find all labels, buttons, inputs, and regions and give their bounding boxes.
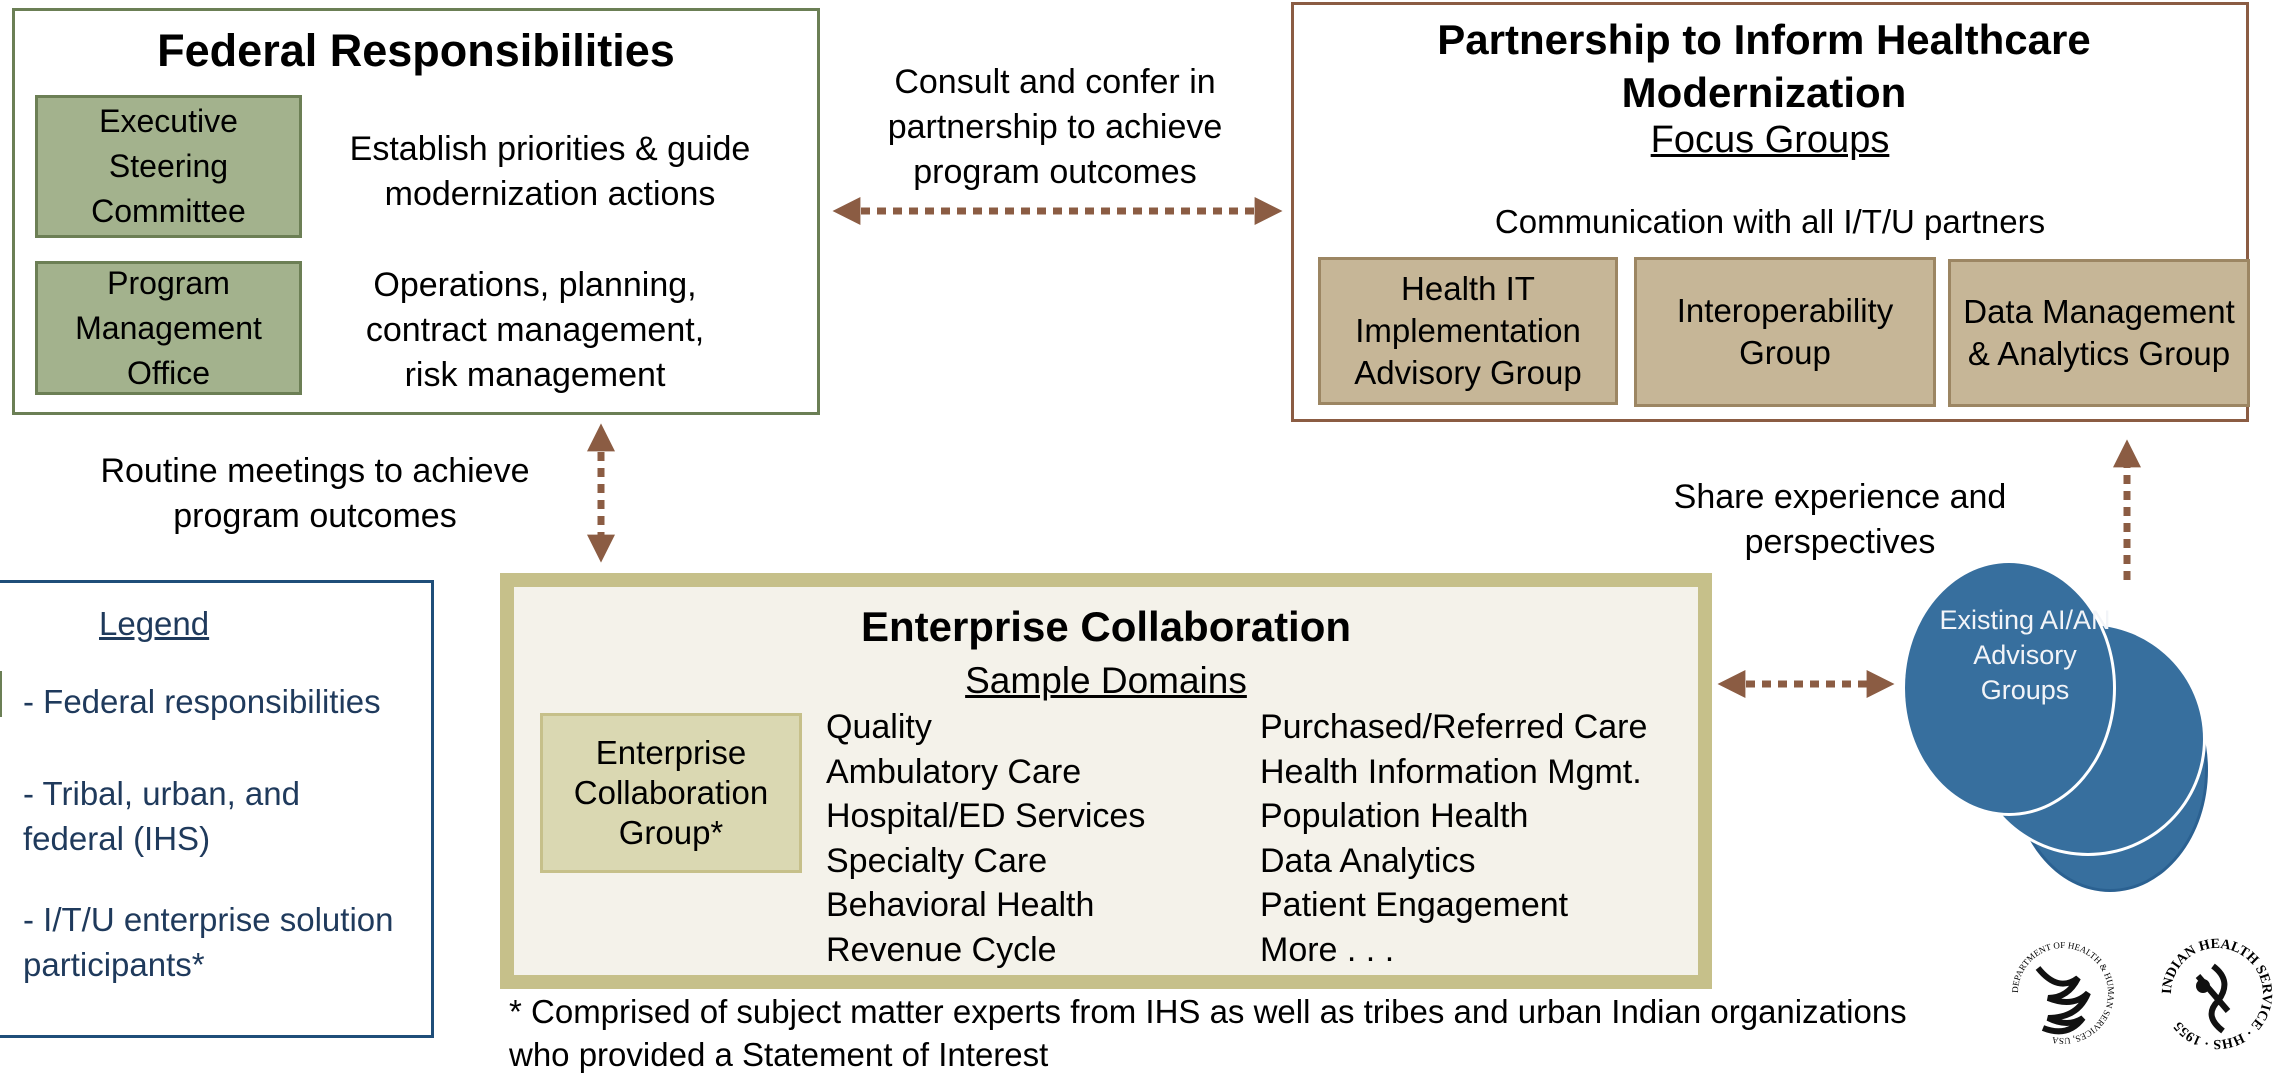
domain-item: Patient Engagement	[1260, 886, 1569, 925]
consult-connector-label: Consult and confer in partnership to ach…	[887, 63, 1223, 191]
domain-item: Data Analytics	[1260, 841, 1476, 880]
domain-item: Purchased/Referred Care	[1260, 708, 1648, 746]
health-it-implementation-label: Health IT Implementation Advisory Group	[1354, 270, 1582, 391]
health-it-implementation-group: Health IT Implementation Advisory Group	[1318, 257, 1618, 405]
domain-item: Specialty Care	[826, 841, 1048, 880]
federal-responsibilities-box: Federal Responsibilities Executive Steer…	[12, 8, 820, 415]
domain-item: Behavioral Health	[826, 886, 1095, 925]
sample-domains-subtitle: Sample Domains	[965, 660, 1247, 701]
legend-item-federal: - Federal responsibilities	[23, 683, 381, 720]
executive-steering-committee-box: Executive Steering Committee	[35, 95, 302, 238]
legend-title: Legend	[99, 605, 210, 642]
domain-item: Population Health	[1260, 797, 1529, 836]
domain-item: Ambulatory Care	[826, 752, 1082, 791]
focus-groups-subtitle: Focus Groups	[1650, 119, 1890, 161]
federal-title: Federal Responsibilities	[157, 25, 675, 76]
partnership-box: Partnership to Inform Healthcare Moderni…	[1291, 2, 2250, 422]
partnership-title: Partnership to Inform Healthcare Moderni…	[1437, 16, 2091, 116]
program-management-office-label: Program Management Office	[75, 264, 262, 391]
enterprise-collaboration-group-box: Enterprise Collaboration Group*	[540, 713, 802, 873]
ihs-logo: INDIAN HEALTH SERVICE · HHS · 1955	[2160, 937, 2274, 1051]
interoperability-group: Interoperability Group	[1634, 257, 1936, 407]
data-management-analytics-group: Data Management & Analytics Group	[1948, 259, 2250, 407]
interoperability-label: Interoperability Group	[1676, 292, 1894, 371]
domain-item: Quality	[826, 708, 932, 746]
data-management-analytics-label: Data Management & Analytics Group	[1963, 293, 2235, 372]
domain-item: More . . .	[1260, 930, 1395, 969]
executive-steering-committee-label: Executive Steering Committee	[91, 103, 246, 229]
domain-item: Health Information Mgmt.	[1260, 752, 1642, 791]
legend-swatch-federal	[0, 671, 2, 717]
enterprise-collaboration-box: Enterprise Collaboration Sample Domains …	[500, 573, 1712, 989]
program-management-office-box: Program Management Office	[35, 261, 302, 395]
communication-text: Communication with all I/T/U partners	[1494, 203, 2046, 240]
domains-left-column: Quality Ambulatory Care Hospital/ED Serv…	[826, 705, 1246, 973]
domain-item: Revenue Cycle	[826, 930, 1057, 969]
domain-item: Hospital/ED Services	[826, 797, 1146, 836]
enterprise-title: Enterprise Collaboration	[860, 603, 1352, 650]
domains-right-column: Purchased/Referred Care Health Informati…	[1260, 705, 1700, 973]
hhs-logo: DEPARTMENT OF HEALTH & HUMAN SERVICES, U…	[2010, 940, 2116, 1046]
share-experience-label: Share experience and perspectives	[1673, 478, 2007, 561]
advisory-circle-label: Existing AI/AN Advisory Groups	[1939, 605, 2111, 705]
legend-item-tribal: - Tribal, urban, and federal (IHS)	[23, 775, 300, 857]
legend-box: Legend - Federal responsibilities - Trib…	[0, 580, 434, 1038]
pmo-description: Operations, planning, contract managemen…	[365, 266, 705, 394]
legend-item-itu: - I/T/U enterprise solution participants…	[23, 901, 394, 983]
routine-meetings-label: Routine meetings to achieve program outc…	[100, 452, 530, 535]
advisory-circle-front	[1902, 560, 2116, 816]
enterprise-collaboration-group-label: Enterprise Collaboration Group*	[573, 734, 769, 851]
executive-description: Establish priorities & guide modernizati…	[349, 130, 751, 213]
